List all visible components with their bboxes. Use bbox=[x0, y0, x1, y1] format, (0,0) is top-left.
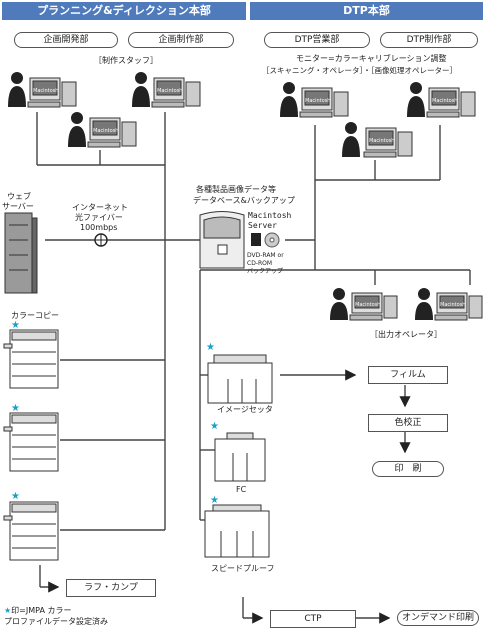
web-server-label-2: サーバー bbox=[2, 202, 34, 211]
star-icon: ★ bbox=[11, 403, 20, 414]
star-icon: ★ bbox=[210, 421, 219, 432]
person-icon bbox=[415, 288, 433, 320]
workstation-icon bbox=[426, 87, 476, 118]
fc-device bbox=[214, 432, 266, 482]
workstation-icon bbox=[434, 292, 483, 321]
color-copy-label: カラーコピー bbox=[11, 311, 59, 320]
star-icon: ★ bbox=[210, 495, 219, 506]
speed-proof-label: スピードプルーフ bbox=[211, 564, 275, 573]
internet-label-3: 100mbps bbox=[80, 223, 118, 232]
person-icon bbox=[342, 122, 360, 157]
person-icon bbox=[132, 72, 150, 107]
workstation-icon bbox=[363, 127, 413, 158]
dvd-disc-icon bbox=[251, 232, 280, 248]
server-label-1: Macintosh bbox=[248, 211, 292, 220]
staff-label: ［制作スタッフ］ bbox=[94, 56, 158, 65]
monitor-brand: Macintosh bbox=[93, 128, 119, 134]
monitor-brand: Macintosh bbox=[440, 302, 466, 308]
monitor-brand: Macintosh bbox=[355, 302, 381, 308]
web-server-label-1: ウェブ bbox=[7, 192, 31, 201]
dept-dtp-sales: DTP営業部 bbox=[264, 32, 370, 48]
backup-label-1: DVD-RAM or bbox=[247, 252, 284, 259]
person-icon bbox=[280, 82, 298, 117]
globe-icon bbox=[94, 233, 108, 247]
star-icon: ★ bbox=[11, 320, 20, 331]
monitor-brand: Macintosh bbox=[369, 138, 395, 144]
color-copier bbox=[3, 501, 59, 561]
star-icon: ★ bbox=[4, 606, 12, 615]
dept-planning: 企画開発部 bbox=[14, 32, 118, 48]
print-pill: 印 刷 bbox=[372, 461, 444, 477]
film-box: フィルム bbox=[368, 366, 448, 384]
monitor-brand: Macintosh bbox=[33, 88, 59, 94]
ctp-box: CTP bbox=[270, 610, 356, 628]
person-icon bbox=[68, 112, 86, 147]
monitor-brand: Macintosh bbox=[305, 98, 331, 104]
web-server-rack bbox=[4, 212, 38, 294]
monitor-brand: Macintosh bbox=[432, 98, 458, 104]
imagesetter-device bbox=[207, 354, 273, 404]
database-label-1: 各種製品画像データ等 bbox=[196, 185, 276, 194]
person-icon bbox=[407, 82, 425, 117]
workstation-icon bbox=[87, 117, 137, 148]
output-operator-label: ［出力オペレータ］ bbox=[370, 330, 442, 339]
star-icon: ★ bbox=[11, 491, 20, 502]
backup-label-3: バックアップ bbox=[247, 268, 284, 275]
rough-comp-box: ラフ・カンプ bbox=[66, 579, 156, 597]
color-copier bbox=[3, 412, 59, 472]
legend-line-1: ★印=JMPA カラー bbox=[4, 606, 71, 616]
calibration-line-1: モニター=カラーキャリブレーション調整 bbox=[296, 54, 447, 63]
workstation-icon bbox=[299, 87, 349, 118]
speed-proof-device bbox=[204, 504, 270, 558]
database-label-2: データベース&バックアップ bbox=[193, 196, 295, 205]
calibration-line-2: ［スキャニング・オペレータ］・［画像処理オペレーター］ bbox=[262, 66, 457, 75]
workstation-icon bbox=[349, 292, 398, 321]
macintosh-server bbox=[199, 211, 245, 269]
workstation-icon bbox=[27, 77, 77, 108]
workstation-icon bbox=[151, 77, 201, 108]
legend-text-1: ★印=JMPA カラー bbox=[4, 606, 72, 615]
monitor-brand: Macintosh bbox=[157, 88, 183, 94]
backup-label-2: CD-ROM bbox=[247, 260, 273, 267]
dept-dtp-production: DTP制作部 bbox=[380, 32, 478, 48]
dept-production: 企画制作部 bbox=[128, 32, 234, 48]
internet-label-2: 光ファイバー bbox=[75, 213, 123, 222]
internet-label-1: インターネット bbox=[72, 203, 128, 212]
color-copier bbox=[3, 329, 59, 389]
person-icon bbox=[330, 288, 348, 320]
server-label-2: Server bbox=[248, 221, 277, 230]
imagesetter-label: イメージセッタ bbox=[217, 405, 273, 414]
header-dtp: DTP本部 bbox=[250, 2, 483, 20]
fc-label: FC bbox=[236, 485, 247, 494]
star-icon: ★ bbox=[206, 342, 215, 353]
color-proof-box: 色校正 bbox=[368, 414, 448, 432]
on-demand-print-pill: オンデマンド印刷 bbox=[397, 610, 479, 626]
person-icon bbox=[8, 72, 26, 107]
header-planning-direction: プランニング&ディレクション本部 bbox=[2, 2, 246, 20]
legend-line-2: プロファイルデータ設定済み bbox=[4, 617, 108, 626]
